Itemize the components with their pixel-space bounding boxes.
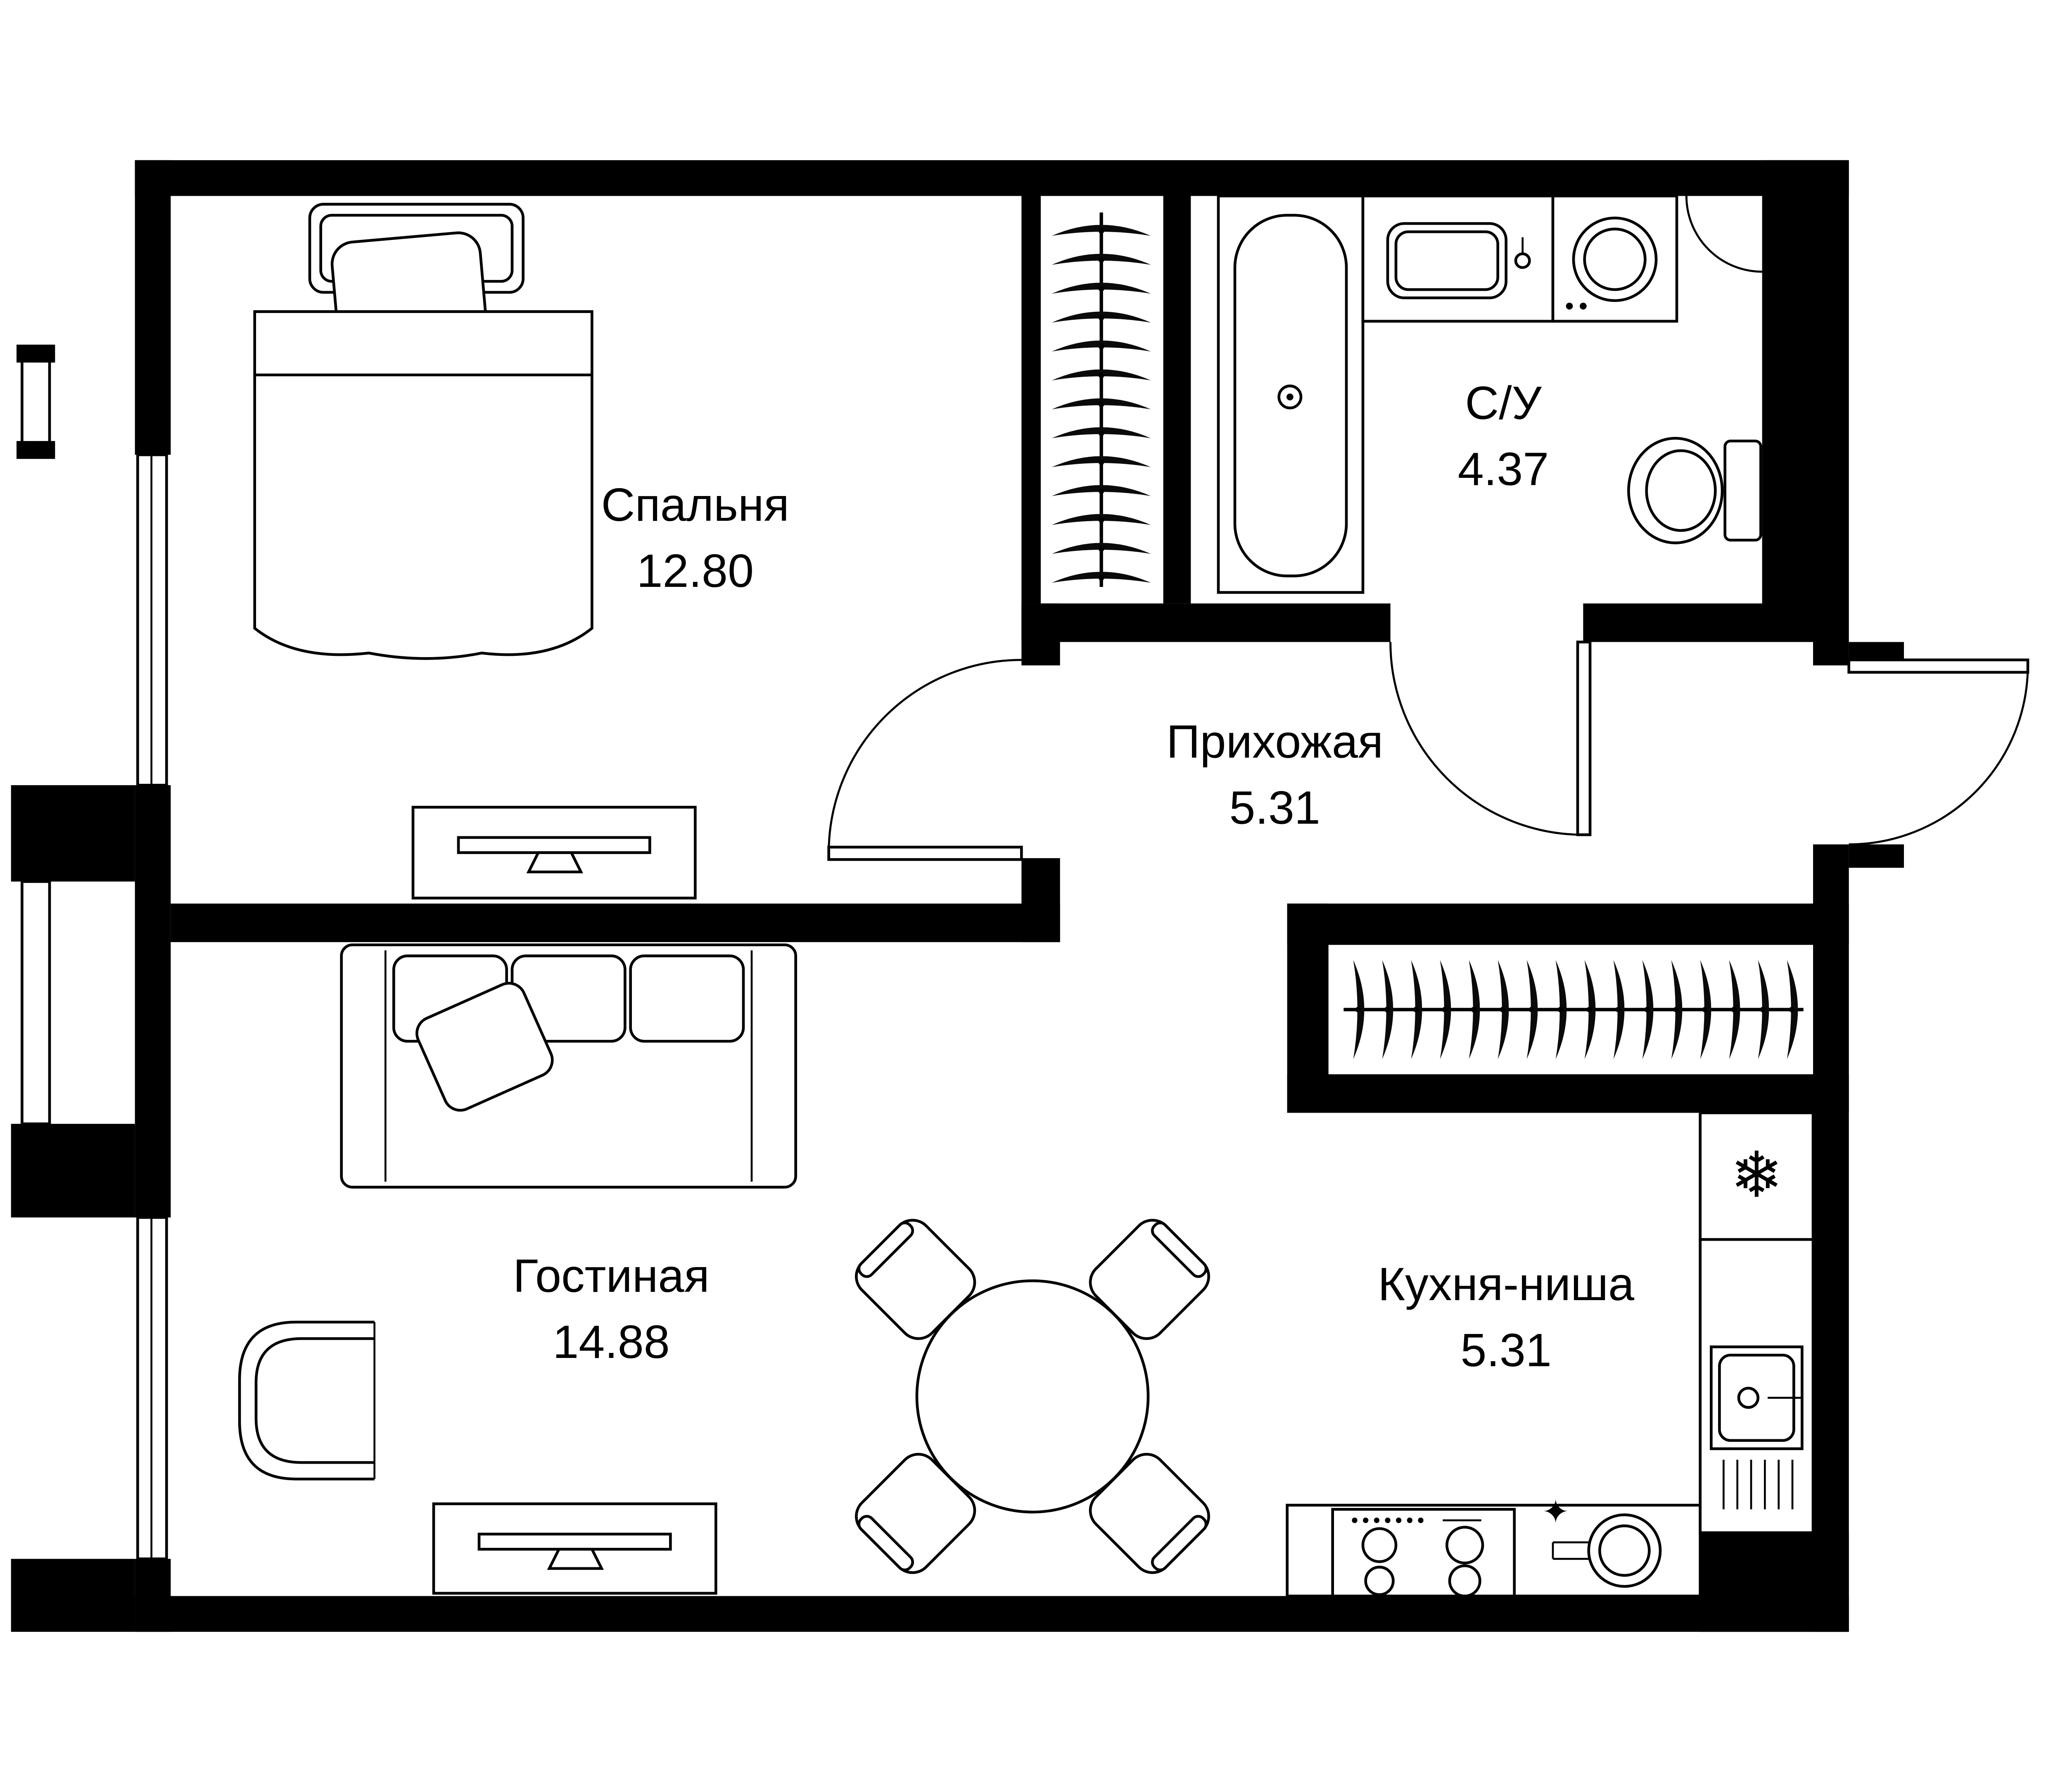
facade-elements bbox=[11, 344, 135, 1632]
sparkle-icon: ✦ bbox=[1542, 1493, 1569, 1530]
living-room-area: 14.88 bbox=[553, 1316, 670, 1368]
bathroom-sink bbox=[1361, 195, 1555, 323]
snowflake-icon: ❄ bbox=[1730, 1140, 1783, 1210]
hallway-wardrobe bbox=[1051, 212, 1151, 587]
entrance-door bbox=[1847, 658, 2029, 845]
bedroom-area: 12.80 bbox=[637, 545, 754, 597]
room-labels: Спальня 12.80 С/У 4.37 Прихожая 5.31 Гос… bbox=[513, 377, 1635, 1377]
armchair bbox=[238, 1320, 375, 1481]
kitchen-area: 5.31 bbox=[1460, 1324, 1552, 1377]
bedroom-label: Спальня bbox=[601, 479, 789, 531]
pan: ✦ bbox=[1542, 1493, 1662, 1588]
sofa bbox=[340, 943, 797, 1189]
stove bbox=[1331, 1508, 1516, 1597]
dining-table bbox=[915, 1279, 1150, 1514]
window-bedroom bbox=[136, 453, 168, 787]
fridge: ❄ bbox=[1699, 1111, 1815, 1241]
living-tv-stand bbox=[432, 1502, 717, 1595]
corner-shelf bbox=[1685, 196, 1762, 273]
bathroom-door bbox=[1389, 641, 1592, 836]
bed bbox=[253, 203, 593, 660]
bathroom-area: 4.37 bbox=[1458, 443, 1549, 496]
bedroom-tv-stand bbox=[411, 806, 697, 900]
kitchen-label: Кухня-ниша bbox=[1378, 1258, 1635, 1310]
toilet bbox=[1627, 437, 1762, 544]
bathroom-label: С/У bbox=[1465, 377, 1542, 430]
window-living bbox=[136, 1216, 168, 1560]
interior-walls bbox=[171, 160, 1849, 1113]
washing-machine bbox=[1551, 195, 1678, 323]
dining-set bbox=[848, 1212, 1217, 1581]
hallway-area: 5.31 bbox=[1229, 782, 1320, 834]
bathtub bbox=[1217, 195, 1365, 594]
kitchen-wardrobe bbox=[1343, 960, 1804, 1059]
bedroom-door bbox=[827, 659, 1023, 861]
living-room-label: Гостиная bbox=[513, 1250, 710, 1302]
kitchen-sink bbox=[1710, 1345, 1804, 1450]
hallway-label: Прихожая bbox=[1166, 716, 1383, 768]
dish-rack bbox=[1723, 1460, 1794, 1510]
